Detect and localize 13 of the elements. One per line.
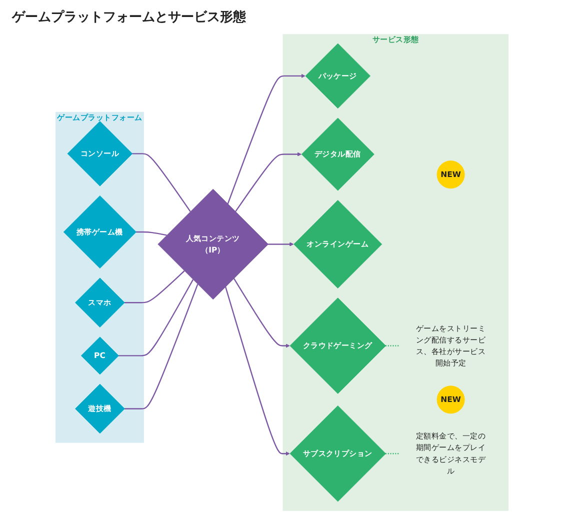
connector bbox=[136, 231, 167, 236]
connector bbox=[124, 270, 185, 304]
connector bbox=[385, 345, 400, 346]
connector bbox=[132, 153, 191, 212]
diagram-title: ゲームプラットフォームとサービス形態 bbox=[12, 8, 247, 26]
connector bbox=[385, 452, 400, 454]
arrow bbox=[224, 286, 290, 456]
arrow bbox=[227, 74, 306, 204]
arrow bbox=[234, 152, 302, 212]
arrow bbox=[233, 278, 290, 348]
connector bbox=[118, 279, 194, 356]
connector bbox=[124, 284, 198, 410]
arrow bbox=[268, 242, 294, 246]
